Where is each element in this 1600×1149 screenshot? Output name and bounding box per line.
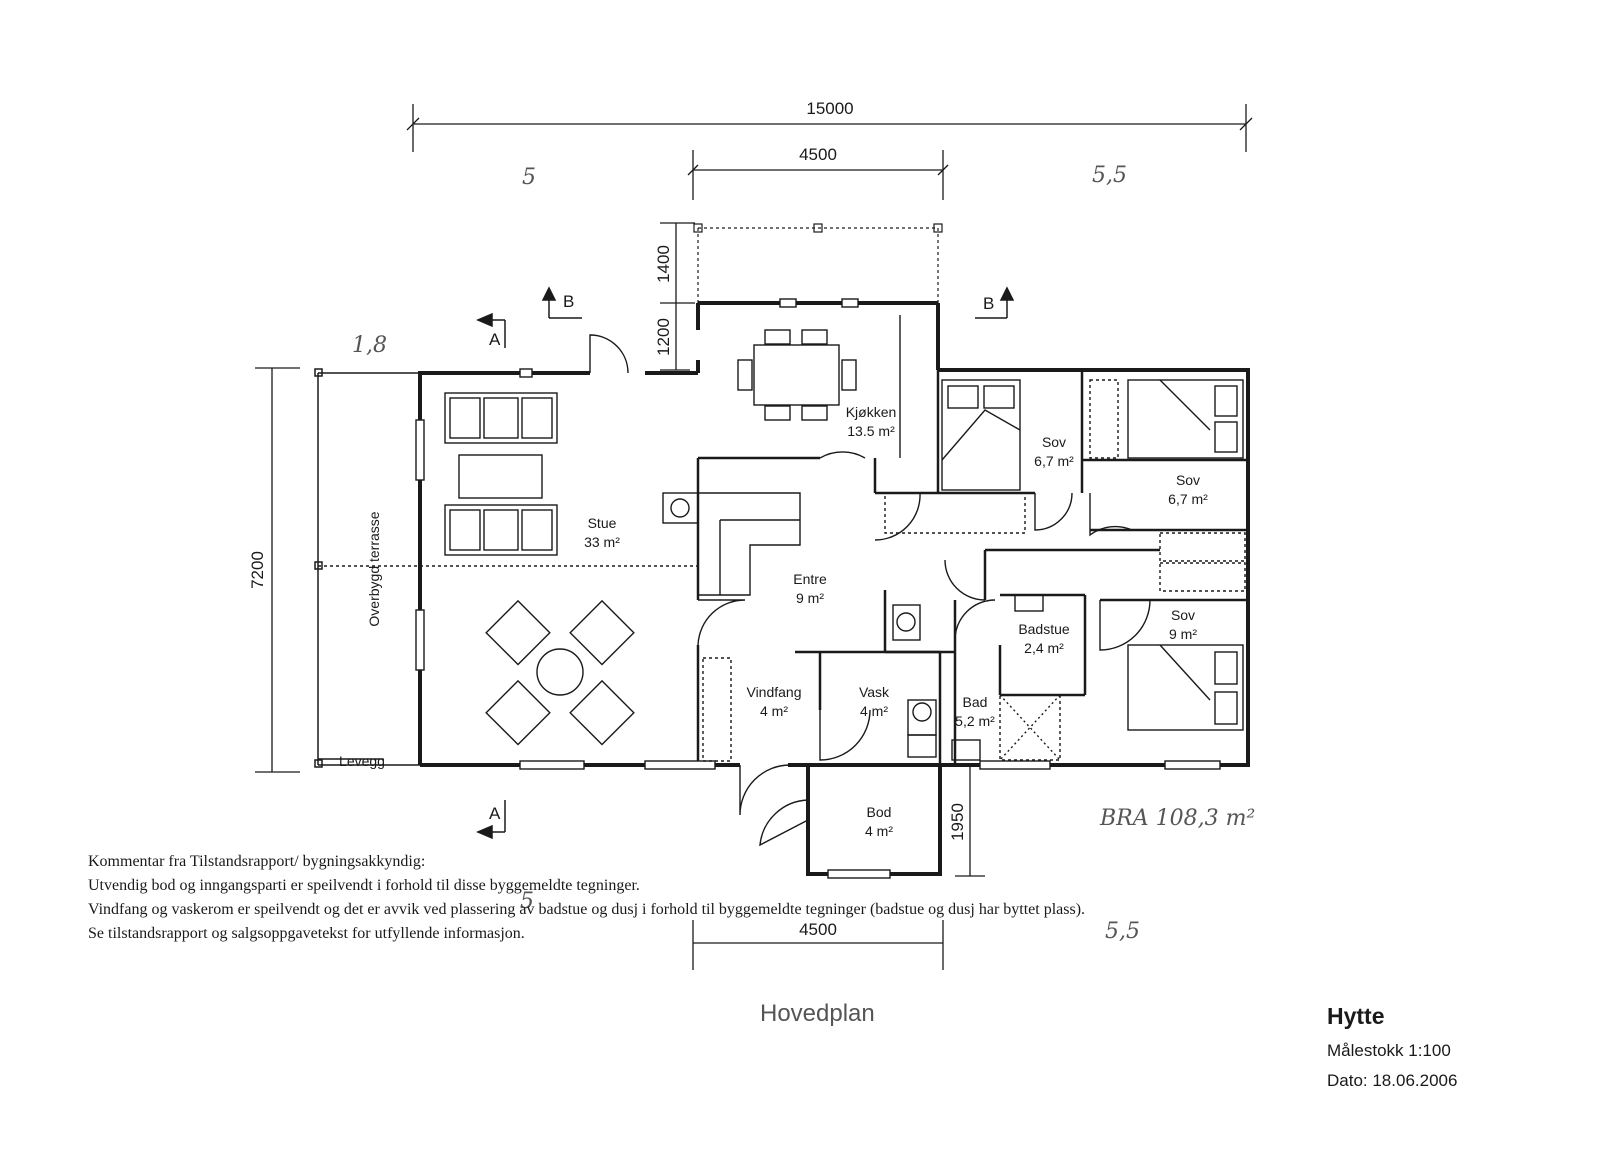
inspection-comment: Kommentar fra Tilstandsrapport/ bygnings… bbox=[88, 850, 1388, 946]
room-name-sov-2: Sov bbox=[1176, 472, 1200, 488]
dim-bod-depth: 1950 bbox=[948, 803, 967, 841]
dim-depth: 7200 bbox=[248, 551, 267, 589]
dim-porch-depth: 1400 bbox=[654, 245, 673, 283]
title-block-date: Dato: 18.06.2006 bbox=[1327, 1071, 1458, 1090]
terrace-label: Overbygd terrasse bbox=[366, 511, 382, 626]
room-area-badstue: 2,4 m² bbox=[1024, 640, 1064, 656]
room-name-entre: Entre bbox=[793, 571, 827, 587]
room-name-badstue: Badstue bbox=[1018, 621, 1070, 637]
levegg-label: Levegg bbox=[339, 753, 385, 769]
handwritten-left-half: 5 bbox=[522, 165, 536, 190]
handwritten-bottom-center: 5 bbox=[520, 889, 534, 914]
comment-heading: Kommentar fra Tilstandsrapport/ bygnings… bbox=[88, 853, 426, 870]
room-name-stue: Stue bbox=[588, 515, 617, 531]
room-area-vask: 4 m² bbox=[860, 703, 888, 719]
handwritten-bottom-right: 5,5 bbox=[1105, 919, 1140, 944]
dim-top-section: 4500 bbox=[799, 145, 837, 164]
title-block-scale: Målestokk 1:100 bbox=[1327, 1041, 1451, 1060]
room-area-sov-3: 9 m² bbox=[1169, 626, 1197, 642]
section-marker-b-right: B bbox=[983, 294, 994, 313]
comment-line: Utvendig bod og inngangsparti er speilve… bbox=[88, 877, 640, 894]
room-area-sov-1: 6,7 m² bbox=[1034, 453, 1074, 469]
handwritten-bra-area: BRA 108,3 m² bbox=[1099, 806, 1255, 831]
handwritten-terrace-width: 1,8 bbox=[352, 333, 387, 358]
room-name-vindfang: Vindfang bbox=[746, 684, 801, 700]
room-name-sov-1: Sov bbox=[1042, 434, 1066, 450]
plan-title: Hovedplan bbox=[760, 1000, 875, 1027]
room-area-stue: 33 m² bbox=[584, 534, 620, 550]
dim-total-width: 15000 bbox=[806, 99, 853, 118]
room-area-sov-2: 6,7 m² bbox=[1168, 491, 1208, 507]
room-name-bad: Bad bbox=[963, 694, 988, 710]
room-area-entre: 9 m² bbox=[796, 590, 824, 606]
section-marker-b-left: B bbox=[563, 292, 574, 311]
section-marker-a-top: A bbox=[489, 330, 501, 349]
title-block: Hytte Målestokk 1:100 Dato: 18.06.2006 bbox=[1327, 1003, 1457, 1096]
room-area-bod: 4 m² bbox=[865, 823, 893, 839]
room-name-kjokken: Kjøkken bbox=[846, 404, 897, 420]
dim-bottom-section: 4500 bbox=[799, 920, 837, 939]
dim-entry-depth: 1200 bbox=[654, 318, 673, 356]
room-name-bod: Bod bbox=[867, 804, 892, 820]
room-area-bad: 5,2 m² bbox=[955, 713, 995, 729]
section-marker-a-bottom: A bbox=[489, 804, 501, 823]
title-block-name: Hytte bbox=[1327, 1003, 1385, 1029]
room-area-kjokken: 13.5 m² bbox=[847, 423, 895, 439]
room-name-sov-3: Sov bbox=[1171, 607, 1195, 623]
comment-line: Vindfang og vaskerom er speilvendt og de… bbox=[88, 901, 1086, 918]
room-name-vask: Vask bbox=[859, 684, 890, 700]
room-area-vindfang: 4 m² bbox=[760, 703, 788, 719]
comment-line: Se tilstandsrapport og salgsoppgavetekst… bbox=[88, 925, 525, 942]
handwritten-right-half: 5,5 bbox=[1092, 163, 1127, 188]
